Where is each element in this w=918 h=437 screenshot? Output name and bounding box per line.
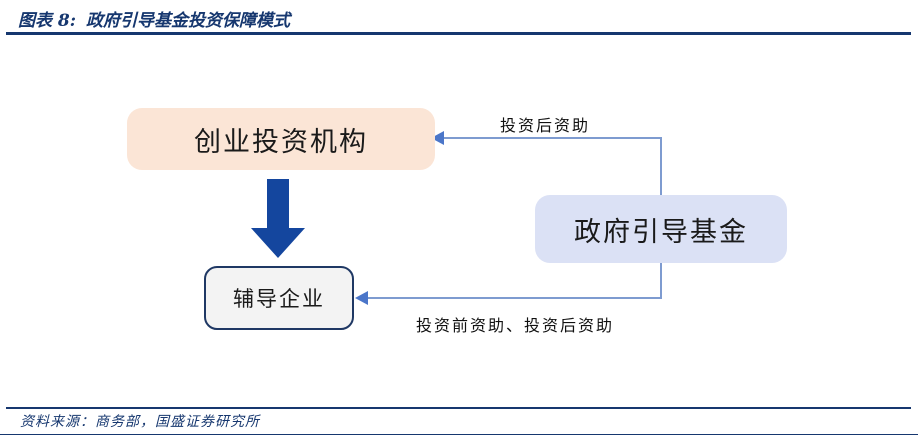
figure-title-text: 政府引导基金投资保障模式 (86, 11, 291, 31)
footer-divider (6, 407, 911, 409)
figure-label: 图表 8: (18, 11, 77, 31)
page-bottom-divider (0, 434, 918, 435)
node-venture-capital-institution: 创业投资机构 (127, 108, 435, 170)
thick-down-arrow-shaft (267, 179, 289, 229)
connector-pre-post-investment-line (366, 297, 662, 299)
source-note: 资料来源：商务部，国盛证券研究所 (20, 414, 260, 430)
node-government-guidance-fund: 政府引导基金 (535, 195, 787, 263)
node-label: 辅导企业 (233, 287, 325, 311)
connector-post-investment-line (442, 137, 662, 139)
node-coached-enterprise: 辅导企业 (204, 266, 354, 330)
edge-label-pre-post-investment: 投资前资助、投资后资助 (415, 316, 614, 335)
header-divider (6, 32, 911, 35)
node-label: 政府引导基金 (574, 216, 748, 248)
node-label: 创业投资机构 (194, 126, 368, 158)
arrowhead-to-enterprise-icon (355, 291, 368, 305)
edge-label-post-investment: 投资后资助 (499, 116, 590, 135)
figure-title: 图表 8: 政府引导基金投资保障模式 (18, 6, 290, 31)
thick-down-arrow-icon (251, 228, 305, 258)
